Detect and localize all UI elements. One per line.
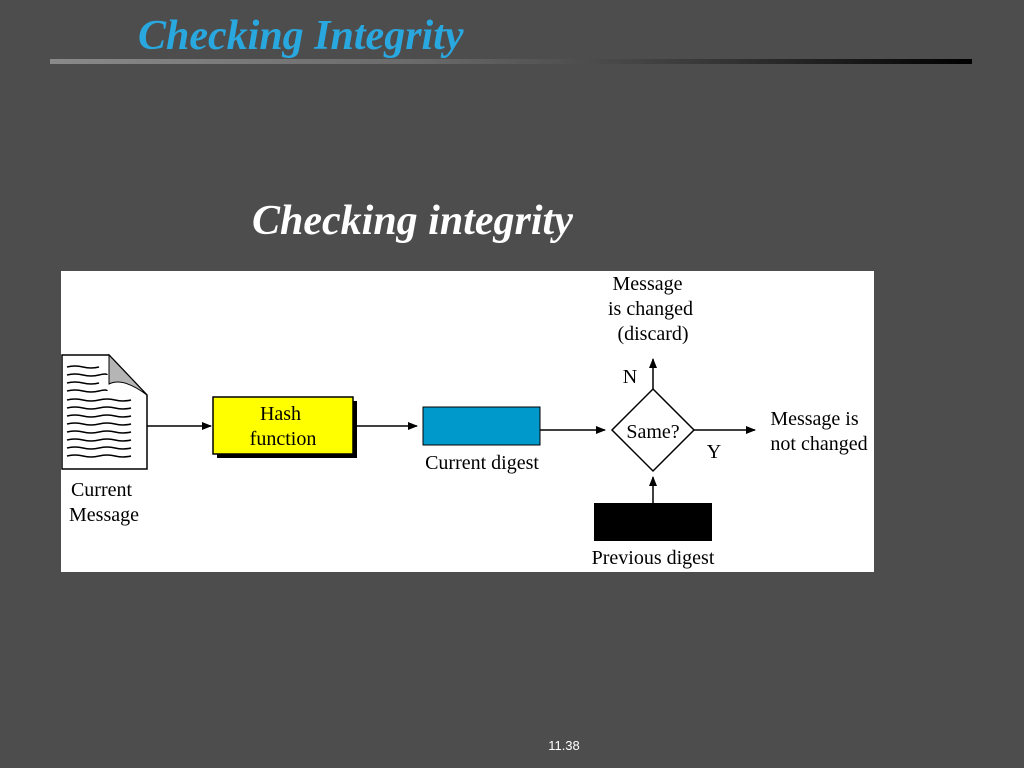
title-divider (50, 59, 972, 64)
decision-label: Same? (626, 421, 679, 443)
current-digest-box (422, 406, 541, 446)
figure-title: Checking integrity (252, 198, 573, 244)
hash-function-label: Hash function (250, 403, 317, 450)
previous-digest-box (594, 503, 712, 541)
document-icon (61, 353, 148, 470)
previous-digest-label: Previous digest (592, 547, 715, 569)
current-message-label: Current Message (69, 479, 139, 526)
decision-diamond (610, 387, 696, 473)
hash-function-box (212, 396, 357, 458)
unchanged-outcome-label: Message is not changed (770, 408, 867, 455)
no-branch-label: N (623, 366, 637, 388)
current-digest-label: Current digest (425, 452, 539, 474)
page-number: 11.38 (548, 738, 580, 753)
integrity-diagram-svg: Current Message Hash function Current di… (61, 273, 868, 569)
integrity-diagram: Current Message Hash function Current di… (61, 271, 874, 572)
yes-branch-label: Y (707, 441, 721, 463)
changed-outcome-label: Message is changed (discard) (608, 273, 698, 345)
slide-title: Checking Integrity (138, 13, 464, 59)
